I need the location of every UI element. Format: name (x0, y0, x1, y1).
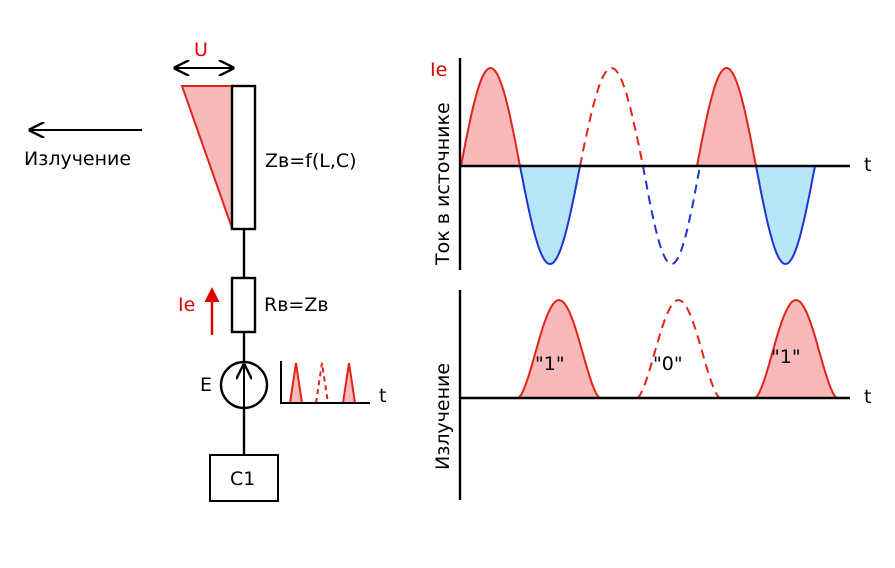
top-graph-corner-label: Ie (430, 59, 447, 81)
antenna-element (230, 84, 257, 231)
small-graph-t-label: t (379, 385, 386, 407)
bottom-pulse-2 (754, 298, 838, 399)
top-blue-fill-1 (520, 166, 580, 264)
top-graph (458, 58, 850, 270)
bit-label-3: "1" (771, 346, 801, 368)
bottom-pulse-1 (517, 298, 601, 399)
capacitor-label: C1 (230, 468, 255, 490)
top-red-wave-dashed (579, 66, 644, 167)
bottom-pulse-fill-1 (518, 300, 600, 398)
top-red-fill-2 (697, 68, 756, 166)
top-blue-wave-dashed (642, 165, 701, 266)
bottom-graph (458, 290, 850, 500)
bit-label-2: "0" (653, 353, 683, 375)
source-label: E (200, 374, 212, 396)
top-blue-wave-2 (755, 165, 830, 266)
top-blue-wave-1 (519, 165, 595, 266)
bit-label-1: "1" (535, 353, 565, 375)
bottom-pulse-fill-2 (755, 300, 837, 398)
top-red-wave-2 (696, 66, 757, 167)
bottom-pulse-dashed (636, 298, 721, 399)
voltage-triangle (180, 85, 233, 229)
antenna-impedance-label: Zв=f(L,C) (265, 150, 357, 172)
small-pulse-graph (280, 361, 370, 404)
resistor (230, 276, 257, 334)
top-blue-fill-2 (756, 166, 815, 264)
radiation-label-left: Излучение (24, 148, 131, 170)
bottom-graph-xlabel: t (864, 386, 871, 408)
top-graph-xlabel: t (864, 154, 871, 176)
resistance-label: Rв=Zв (264, 294, 329, 316)
top-red-wave-1 (460, 66, 521, 167)
voltage-label: U (194, 39, 208, 61)
bottom-graph-ylabel: Излучение (432, 363, 454, 470)
top-graph-ylabel: Ток в источнике (432, 102, 454, 266)
current-label-left: Ie (178, 294, 195, 316)
capacitor-box (209, 454, 279, 502)
top-red-fill-1 (461, 68, 520, 166)
